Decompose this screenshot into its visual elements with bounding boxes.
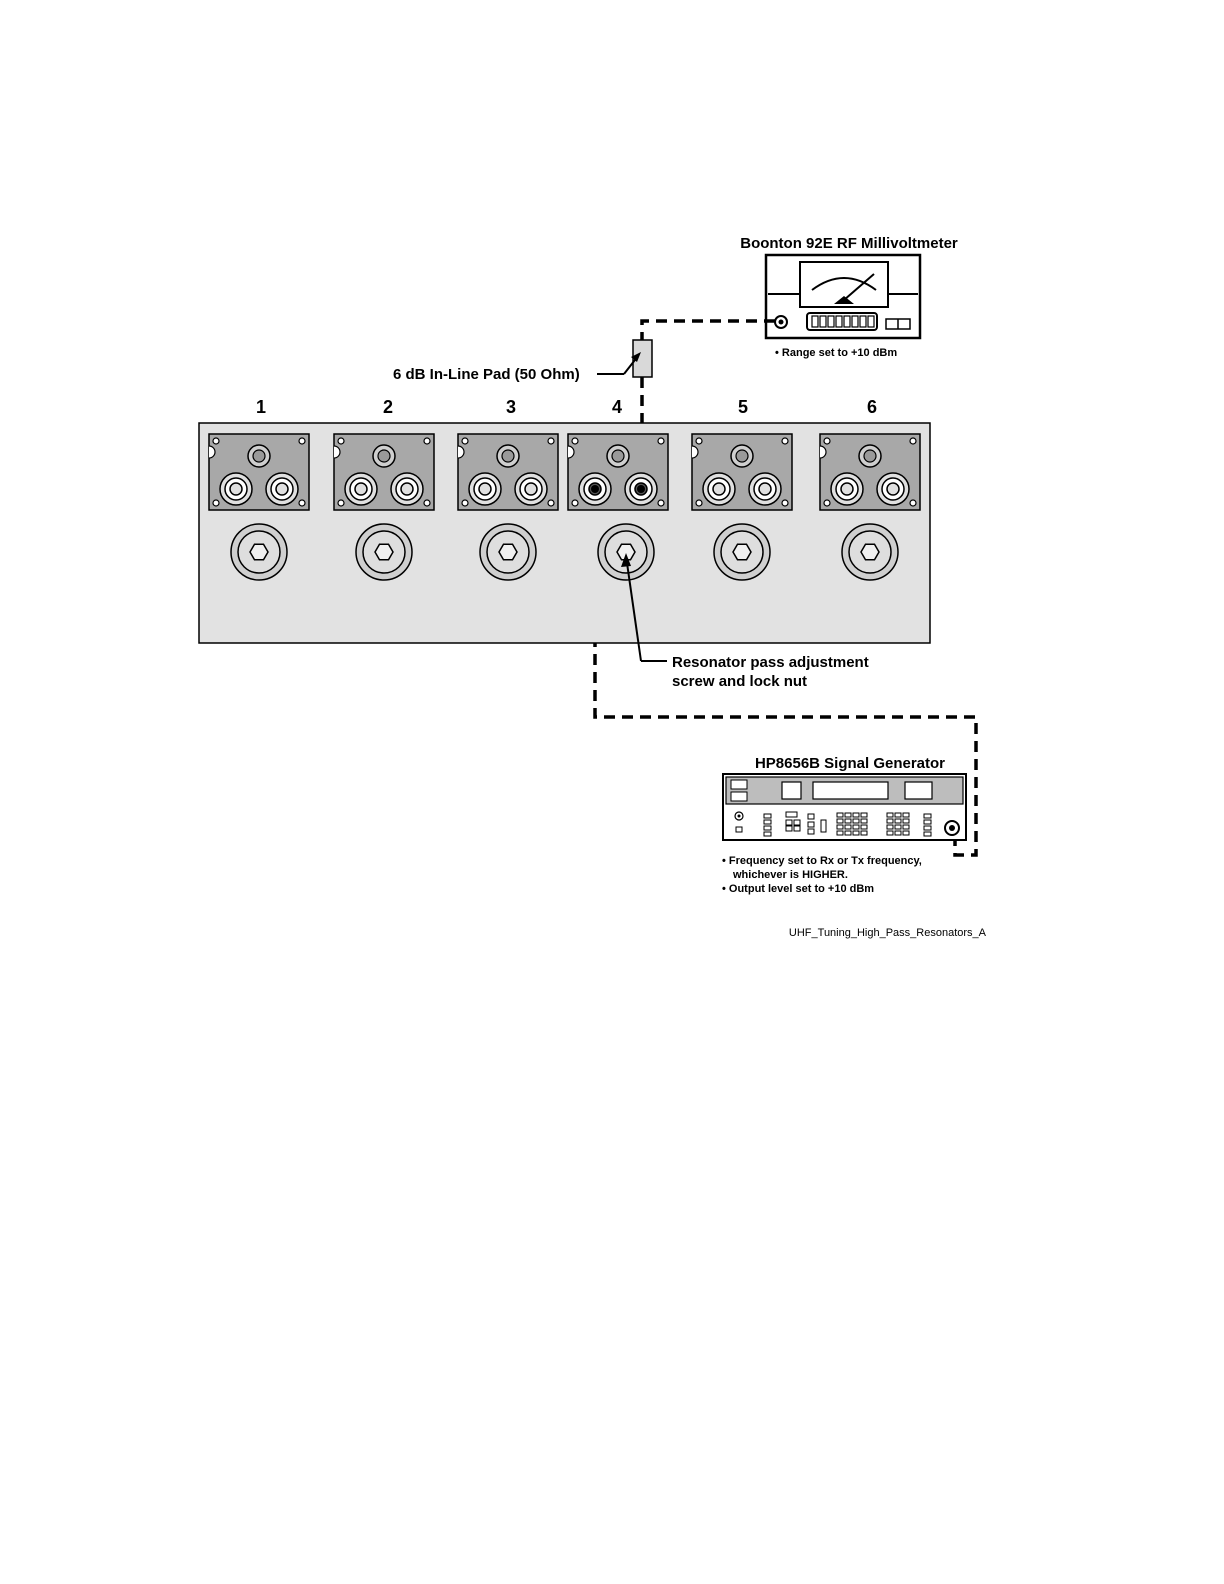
signal-generator-note3: • Output level set to +10 dBm	[722, 883, 874, 895]
millivoltmeter-title: Boonton 92E RF Millivoltmeter	[740, 235, 958, 252]
millivoltmeter-note: • Range set to +10 dBm	[775, 347, 897, 359]
signal-generator	[723, 774, 966, 840]
signal-generator-note2: whichever is HIGHER.	[732, 869, 848, 881]
cable-plug-input	[591, 485, 599, 493]
cable-to-millivoltmeter	[642, 321, 775, 340]
adjustment-callout-line1: Resonator pass adjustment	[672, 654, 869, 671]
figure-id: UHF_Tuning_High_Pass_Resonators_A	[789, 927, 987, 939]
resonator-number-3: 3	[506, 397, 516, 417]
sg-display-left	[782, 782, 801, 799]
signal-generator-note1: • Frequency set to Rx or Tx frequency,	[722, 855, 922, 867]
sg-display-amplitude	[905, 782, 932, 799]
cable-plug-output	[637, 485, 645, 493]
adjustment-callout-line2: screw and lock nut	[672, 673, 807, 690]
millivoltmeter	[766, 255, 920, 338]
pad-label: 6 dB In-Line Pad (50 Ohm)	[393, 366, 580, 383]
resonator-number-2: 2	[383, 397, 393, 417]
sg-display-frequency	[813, 782, 888, 799]
resonator-number-5: 5	[738, 397, 748, 417]
resonator-number-4: 4	[612, 397, 622, 417]
resonator-number-6: 6	[867, 397, 877, 417]
resonator-number-1: 1	[256, 397, 266, 417]
signal-generator-title: HP8656B Signal Generator	[755, 755, 945, 772]
